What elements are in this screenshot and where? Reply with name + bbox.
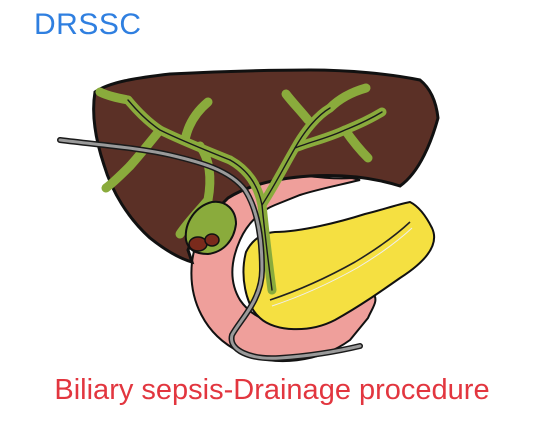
biliary-anatomy-illustration <box>57 68 440 362</box>
diagram-label: DRSSC <box>34 8 142 41</box>
liver-icon <box>92 68 440 265</box>
drain-tube-icon <box>57 137 363 362</box>
gallbladder-icon <box>184 200 238 256</box>
diagram-caption: Biliary sepsis-Drainage procedure <box>54 374 490 406</box>
pancreas-icon <box>242 200 436 331</box>
